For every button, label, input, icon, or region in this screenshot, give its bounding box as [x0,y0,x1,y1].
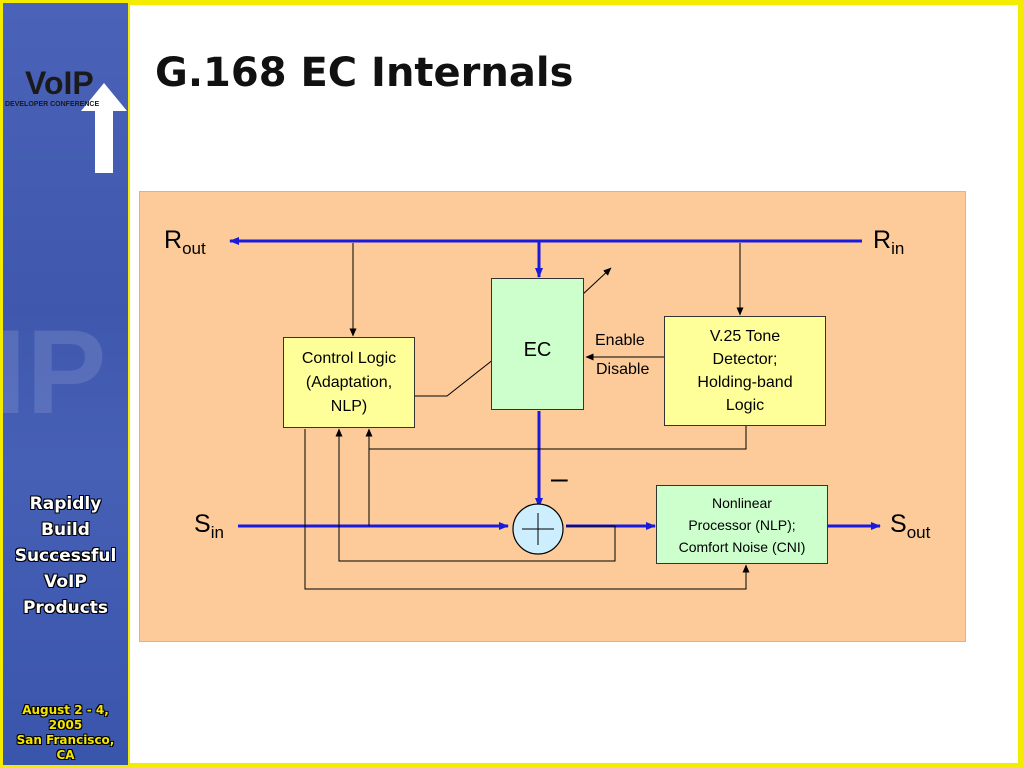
diagram-panel [139,191,966,642]
signal-s-out-base: S [890,510,907,538]
date-line: August 2 - 4, [22,703,109,717]
signal-s-out-sub: out [906,523,931,542]
tone-detector-line: V.25 Tone [709,328,781,345]
ec-label: EC [523,339,552,361]
ec-box: EC [491,278,584,410]
date-line: 2005 [48,718,83,732]
tagline-line: VoIP [44,572,87,592]
error-to-control-line [335,428,616,562]
sidebar: IP VoIP DEVELOPER CONFERENCE Rapidly Bui… [3,3,128,765]
date-line: CA [56,748,75,762]
tone-detector-line: Holding-band [697,374,793,391]
signal-r-in-base: R [873,226,892,254]
control-logic-line: NLP) [330,397,368,415]
minus-sign: – [551,462,568,495]
signal-r-out-sub: out [182,239,206,258]
sidebar-tagline: Rapidly Build Successful VoIP Products [3,491,128,621]
tagline-line: Products [22,598,109,618]
adaptation-line [415,347,509,397]
tagline-line: Build [41,520,90,540]
nlp-line: Processor (NLP); [688,516,796,533]
nlp-box: Nonlinear Processor (NLP); Comfort Noise… [656,485,828,564]
control-to-nlp-line [304,429,750,590]
enable-label: Enable [595,332,645,349]
background-ip-watermark: IP [3,305,107,439]
control-logic-line: (Adaptation, [305,373,393,391]
control-logic-box: Control Logic (Adaptation, NLP) [283,337,415,428]
tagline-line: Rapidly [29,494,102,514]
tone-detector-box: V.25 Tone Detector; Holding-band Logic [664,316,826,426]
date-line: San Francisco, [16,733,115,747]
tone-detector-line: Detector; [712,351,778,368]
logo-text: VoIP [25,65,94,101]
conference-logo: VoIP DEVELOPER CONFERENCE [3,65,128,115]
signal-r-in: Rin [873,226,904,259]
signal-s-out: Sout [890,510,930,543]
signal-r-out-base: R [164,226,183,254]
tone-detector-line: Logic [725,397,765,414]
logo-subtitle: DEVELOPER CONFERENCE [5,101,100,108]
tagline-line: Successful [14,546,117,566]
signal-s-in: Sin [194,510,224,543]
signal-r-out: Rout [164,226,206,259]
disable-label: Disable [596,361,650,378]
nlp-line: Nonlinear [712,494,772,511]
signal-r-in-sub: in [891,239,905,258]
signal-s-in-base: S [194,510,211,538]
up-arrow-shaft [95,103,113,173]
signal-s-in-sub: in [210,523,224,542]
nlp-line: Comfort Noise (CNI) [678,538,806,555]
control-logic-line: Control Logic [301,349,397,367]
slide-title: G.168 EC Internals [155,50,574,96]
tone-to-control-line [365,426,747,450]
conference-dates: August 2 - 4, 2005 San Francisco, CA [3,703,128,763]
